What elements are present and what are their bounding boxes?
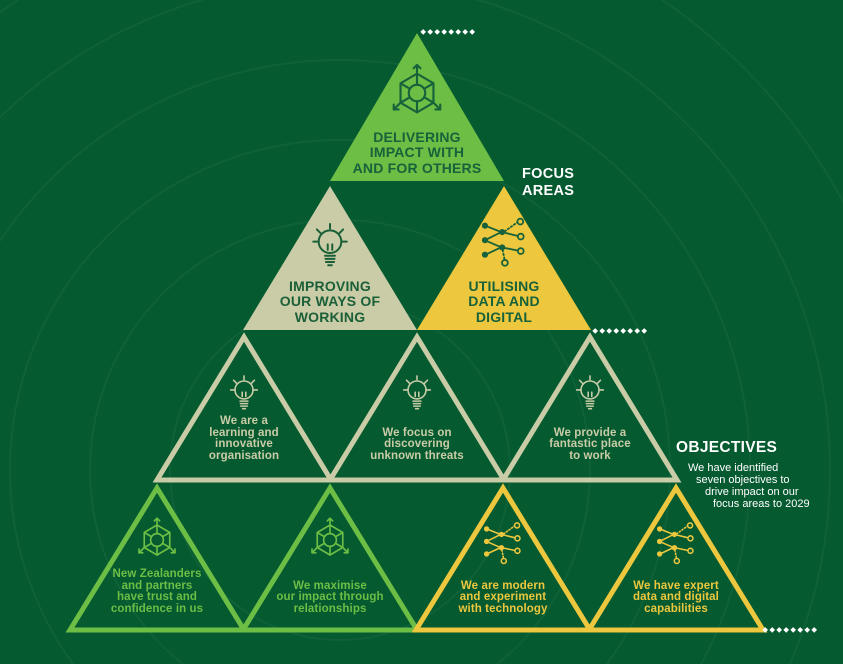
objectives-heading: OBJECTIVES [676, 439, 778, 456]
triangle-shape [330, 337, 504, 480]
apex-triangle-delivering-impact: DELIVERING IMPACT WITH AND FOR OTHERS [330, 33, 504, 181]
cube-network-icon [306, 516, 354, 564]
triangle-shape [416, 488, 590, 630]
cube-network-icon [133, 516, 181, 564]
triangle-shape [157, 337, 331, 480]
objective-label: We are a learning and innovative organis… [208, 414, 280, 463]
dotted-connector-bottom [762, 626, 818, 633]
lightbulb-icon [394, 372, 440, 418]
objective-triangle-unknown-threats: We focus on discovering unknown threats [330, 337, 504, 480]
triangle-shape [503, 337, 677, 480]
objective-triangle-learning-org: We are a learning and innovative organis… [157, 337, 331, 480]
focus-triangle-utilising-data: UTILISING DATA AND DIGITAL [417, 186, 591, 330]
apex-label: DELIVERING IMPACT WITH AND FOR OTHERS [352, 128, 482, 176]
dotted-connector-top [420, 29, 476, 36]
objective-label: We have expert data and digital capabili… [633, 579, 719, 616]
triangle-shape [70, 488, 244, 630]
triangle-shape [589, 488, 763, 630]
cube-network-icon [386, 62, 448, 124]
focus-area-label: IMPROVING OUR WAYS OF WORKING [279, 277, 381, 325]
focus-areas-heading: FOCUS AREAS [522, 166, 575, 199]
dotted-connector-middle [592, 327, 648, 334]
focus-area-label: UTILISING DATA AND DIGITAL [468, 277, 540, 325]
objective-triangle-fantastic-place: We provide a fantastic place to work [503, 337, 677, 480]
objective-triangle-modern-technology: We are modern and experiment with techno… [416, 488, 590, 630]
objective-label: New Zealanders and partners have trust a… [110, 567, 204, 616]
lightbulb-icon [221, 372, 267, 418]
lightbulb-icon [567, 372, 613, 418]
data-network-icon [478, 518, 528, 568]
lightbulb-icon [301, 219, 359, 277]
objective-label: We are modern and experiment with techno… [458, 579, 548, 616]
objectives-description-line: focus areas to 2029 [713, 497, 810, 510]
data-network-icon [651, 518, 701, 568]
objective-triangle-relationships: We maximise our impact through relations… [243, 488, 417, 630]
objective-triangle-trust-confidence: New Zealanders and partners have trust a… [70, 488, 244, 630]
objective-triangle-data-capabilities: We have expert data and digital capabili… [589, 488, 763, 630]
triangle-shape [243, 488, 417, 630]
objectives-description-line: seven objectives to [696, 473, 790, 486]
focus-triangle-improving-ways: IMPROVING OUR WAYS OF WORKING [243, 186, 417, 330]
objective-label: We focus on discovering unknown threats [370, 426, 464, 463]
objectives-description-line: We have identified [688, 462, 779, 474]
objective-label: We maximise our impact through relations… [276, 579, 384, 616]
objectives-description: We have identified seven objectives to d… [688, 462, 810, 511]
objectives-description-line: drive impact on our [705, 485, 799, 498]
data-network-icon [475, 213, 533, 271]
objective-label: We provide a fantastic place to work [549, 426, 631, 463]
